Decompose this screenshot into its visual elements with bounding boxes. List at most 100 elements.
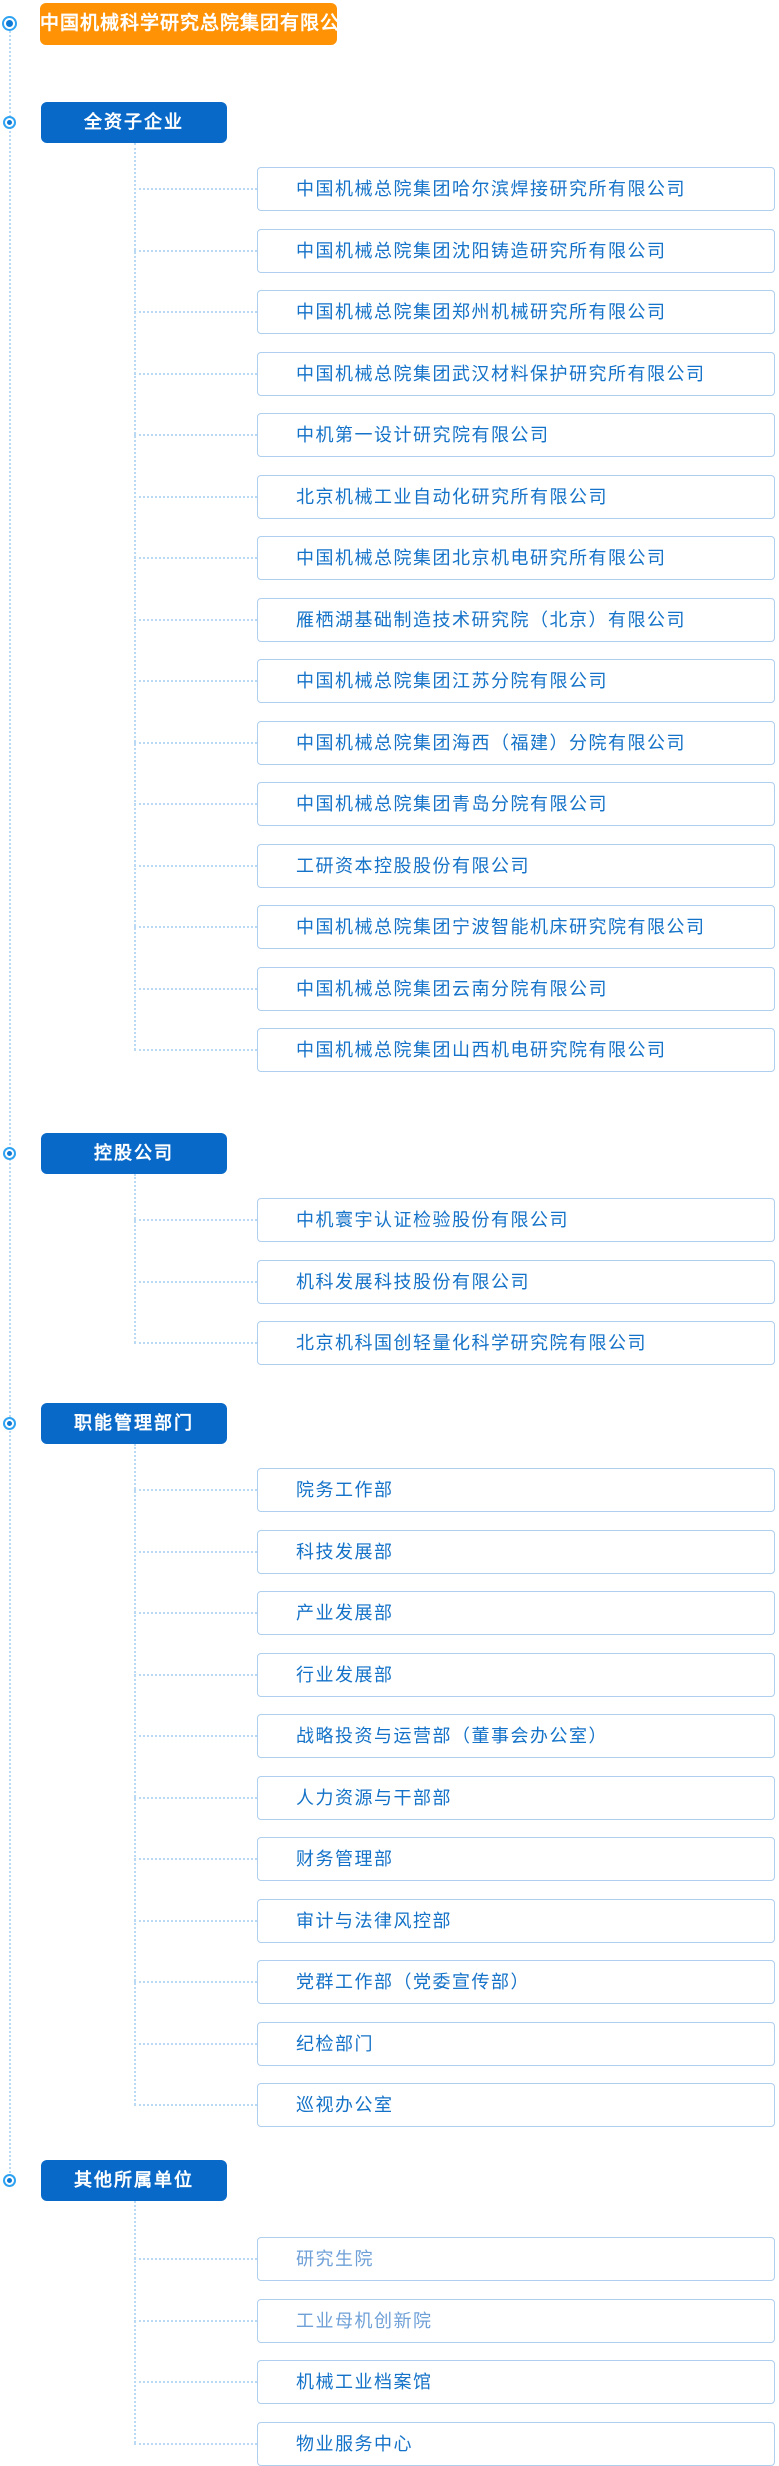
org-node[interactable]: 人力资源与干部部 xyxy=(257,1775,775,1820)
org-node[interactable]: 中国机械总院集团北京机电研究所有限公司 xyxy=(257,536,775,580)
org-node[interactable]: 机械工业档案馆 xyxy=(257,2360,775,2404)
org-node[interactable]: 中机第一设计研究院有限公司 xyxy=(257,413,775,457)
connector-line xyxy=(134,188,257,190)
connector-line xyxy=(134,434,257,436)
connector-line xyxy=(134,372,257,375)
org-node[interactable]: 机科发展科技股份有限公司 xyxy=(257,1259,775,1304)
org-node[interactable]: 产业发展部 xyxy=(257,1591,775,1635)
org-node[interactable]: 北京机科国创轻量化科学研究院有限公司 xyxy=(257,1321,775,1365)
connector-line xyxy=(134,1342,257,1344)
connector-line xyxy=(134,495,257,498)
org-node[interactable]: 审计与法律风控部 xyxy=(257,1898,775,1943)
org-node[interactable]: 行业发展部 xyxy=(257,1652,775,1697)
org-node[interactable]: 科技发展部 xyxy=(257,1529,775,1574)
list-item: 纪检部门 xyxy=(134,2021,775,2066)
branch-rail xyxy=(134,1444,136,2105)
list-item: 人力资源与干部部 xyxy=(134,1775,775,1820)
list-item: 中国机械总院集团北京机电研究所有限公司 xyxy=(134,536,775,580)
list-item: 战略投资与运营部（董事会办公室） xyxy=(134,1714,775,1758)
org-node[interactable]: 中国机械总院集团云南分院有限公司 xyxy=(257,966,775,1011)
group-management-departments-list: 院务工作部 科技发展部 产业发展部 行业发展部 战略投资与运营部（董事会办公室）… xyxy=(134,1468,775,2145)
connector-line xyxy=(134,1219,257,1221)
group-wholly-owned-subsidiaries-list: 中国机械总院集团哈尔滨焊接研究所有限公司 中国机械总院集团沈阳铸造研究所有限公司… xyxy=(134,167,775,1090)
org-node[interactable]: 研究生院 xyxy=(257,2237,775,2281)
list-item: 行业发展部 xyxy=(134,1652,775,1697)
org-node[interactable]: 雁栖湖基础制造技术研究院（北京）有限公司 xyxy=(257,597,775,642)
connector-line xyxy=(134,1735,257,1737)
org-node[interactable]: 中国机械总院集团海西（福建）分院有限公司 xyxy=(257,720,775,765)
org-node[interactable]: 巡视办公室 xyxy=(257,2083,775,2127)
radio-dot-icon xyxy=(5,1149,14,1158)
connector-line xyxy=(134,557,257,559)
list-item: 财务管理部 xyxy=(134,1837,775,1881)
branch-rail xyxy=(134,143,136,1050)
connector-line xyxy=(134,1489,257,1491)
connector-line xyxy=(134,2319,257,2322)
org-node[interactable]: 中国机械总院集团青岛分院有限公司 xyxy=(257,782,775,826)
connector-line xyxy=(134,2381,257,2383)
org-node[interactable]: 中国机械总院集团武汉材料保护研究所有限公司 xyxy=(257,351,775,396)
org-node[interactable]: 中国机械总院集团郑州机械研究所有限公司 xyxy=(257,290,775,334)
list-item: 机科发展科技股份有限公司 xyxy=(134,1259,775,1304)
branch-rail xyxy=(134,2201,136,2443)
list-item: 产业发展部 xyxy=(134,1591,775,1635)
org-node[interactable]: 财务管理部 xyxy=(257,1837,775,1881)
list-item: 机械工业档案馆 xyxy=(134,2360,775,2404)
radio-dot-icon xyxy=(5,1419,14,1428)
connector-line xyxy=(134,249,257,252)
connector-line xyxy=(134,1612,257,1614)
connector-line xyxy=(134,311,257,313)
group-other-affiliated-units-list: 研究生院 工业母机创新院 机械工业档案馆 物业服务中心 xyxy=(134,2237,775,2466)
connector-line xyxy=(134,1280,257,1283)
connector-line xyxy=(134,1049,257,1051)
category-other-affiliated-units[interactable]: 其他所属单位 xyxy=(41,2160,227,2201)
list-item: 巡视办公室 xyxy=(134,2083,775,2127)
org-node[interactable]: 战略投资与运营部（董事会办公室） xyxy=(257,1714,775,1758)
connector-line xyxy=(134,1919,257,1922)
connector-line xyxy=(134,2442,257,2445)
list-item: 中机寰宇认证检验股份有限公司 xyxy=(134,1198,775,1242)
list-item: 雁栖湖基础制造技术研究院（北京）有限公司 xyxy=(134,597,775,642)
connector-line xyxy=(134,1858,257,1860)
list-item: 中国机械总院集团海西（福建）分院有限公司 xyxy=(134,720,775,765)
list-item: 中国机械总院集团江苏分院有限公司 xyxy=(134,659,775,703)
connector-line xyxy=(134,803,257,805)
org-node[interactable]: 中机寰宇认证检验股份有限公司 xyxy=(257,1198,775,1242)
radio-dot-icon xyxy=(5,2176,14,2185)
list-item: 北京机械工业自动化研究所有限公司 xyxy=(134,474,775,519)
category-wholly-owned-subsidiaries[interactable]: 全资子企业 xyxy=(41,102,227,143)
list-item: 研究生院 xyxy=(134,2237,775,2281)
category-management-departments[interactable]: 职能管理部门 xyxy=(41,1403,227,1444)
org-node[interactable]: 院务工作部 xyxy=(257,1468,775,1512)
connector-line xyxy=(134,741,257,744)
list-item: 工业母机创新院 xyxy=(134,2298,775,2343)
list-item: 中国机械总院集团青岛分院有限公司 xyxy=(134,782,775,826)
root-node[interactable]: 中国机械科学研究总院集团有限公司 xyxy=(40,3,359,45)
connector-line xyxy=(134,2258,257,2260)
org-node[interactable]: 党群工作部（党委宣传部） xyxy=(257,1960,775,2004)
org-node[interactable]: 中国机械总院集团沈阳铸造研究所有限公司 xyxy=(257,228,775,273)
connector-line xyxy=(134,2104,257,2106)
org-node[interactable]: 工业母机创新院 xyxy=(257,2298,775,2343)
org-node[interactable]: 中国机械总院集团山西机电研究院有限公司 xyxy=(257,1028,775,1072)
connector-line xyxy=(134,680,257,682)
list-item: 科技发展部 xyxy=(134,1529,775,1574)
list-item: 院务工作部 xyxy=(134,1468,775,1512)
list-item: 中机第一设计研究院有限公司 xyxy=(134,413,775,457)
list-item: 中国机械总院集团云南分院有限公司 xyxy=(134,966,775,1011)
org-node[interactable]: 中国机械总院集团宁波智能机床研究院有限公司 xyxy=(257,905,775,949)
category-holding-companies[interactable]: 控股公司 xyxy=(41,1133,227,1174)
org-node[interactable]: 北京机械工业自动化研究所有限公司 xyxy=(257,474,775,519)
org-node[interactable]: 纪检部门 xyxy=(257,2021,775,2066)
org-node[interactable]: 中国机械总院集团哈尔滨焊接研究所有限公司 xyxy=(257,167,775,211)
connector-line xyxy=(134,1673,257,1676)
list-item: 中国机械总院集团哈尔滨焊接研究所有限公司 xyxy=(134,167,775,211)
org-node[interactable]: 中国机械总院集团江苏分院有限公司 xyxy=(257,659,775,703)
radio-dot-icon xyxy=(5,118,14,127)
list-item: 北京机科国创轻量化科学研究院有限公司 xyxy=(134,1321,775,1365)
org-node[interactable]: 物业服务中心 xyxy=(257,2421,775,2466)
connector-line xyxy=(134,2042,257,2045)
connector-line xyxy=(134,1796,257,1799)
org-node[interactable]: 工研资本控股股份有限公司 xyxy=(257,843,775,888)
list-item: 中国机械总院集团武汉材料保护研究所有限公司 xyxy=(134,351,775,396)
